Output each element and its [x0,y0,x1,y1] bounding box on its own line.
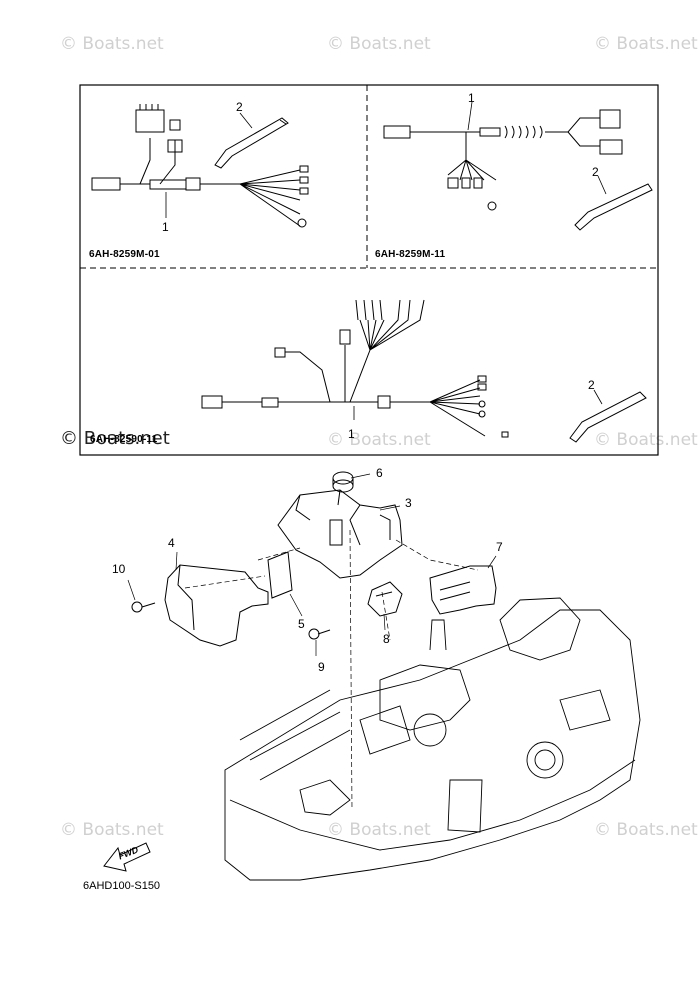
callout-kit2-harness: 1 [468,91,475,105]
cable-tie-kit-1 [214,112,289,169]
plate-5 [267,551,293,599]
callout-lines [127,473,497,656]
kit-code-1: 6AH-8259M-01 [89,249,160,260]
diagram-code: 6AHD100-S150 [83,880,161,892]
callout-kit2-tie: 2 [592,165,599,179]
engine-outline [224,597,641,881]
callout-part-10: 10 [112,562,126,576]
kit-code-2: 6AH-8259M-11 [375,249,446,260]
callout-part-5: 5 [298,617,305,631]
callout-kit1-tie: 2 [236,100,243,114]
wire-harness-kit-1 [91,104,309,228]
cable-tie-kit-2 [574,175,653,231]
callout-part-9: 9 [318,660,325,674]
wire-harness-kit-3 [201,299,509,438]
bracket-assembly [277,489,403,579]
callout-kit3-harness: 1 [348,427,355,441]
watermark: © Boats.net [594,430,698,450]
kit-box [79,84,659,456]
watermark: © Boats.net [60,428,170,449]
callout-part-6: 6 [376,466,383,480]
wire-harness-kit-2 [383,101,623,211]
callout-part-7: 7 [496,540,503,554]
callout-part-4: 4 [168,536,175,550]
cover-7 [429,565,497,615]
callout-kit1-harness: 1 [162,220,169,234]
cover-4 [164,564,269,647]
leader-lines [184,529,479,811]
clip-8 [367,581,403,617]
watermark: © Boats.net [327,820,431,840]
grommet-6 [332,471,354,493]
callout-part-3: 3 [405,496,412,510]
watermark: © Boats.net [327,34,431,54]
watermark: © Boats.net [594,820,698,840]
watermark: © Boats.net [594,34,698,54]
cable-tie-kit-3 [569,389,647,443]
fwd-arrow-icon [103,842,151,872]
kit-code-3: 6AH-82590-11 [90,434,158,445]
watermark: © Boats.net [327,430,431,450]
screws [131,601,331,640]
callout-kit3-tie: 2 [588,378,595,392]
callout-part-8: 8 [383,632,390,646]
watermark: © Boats.net [60,820,164,840]
watermark: © Boats.net [60,34,164,54]
